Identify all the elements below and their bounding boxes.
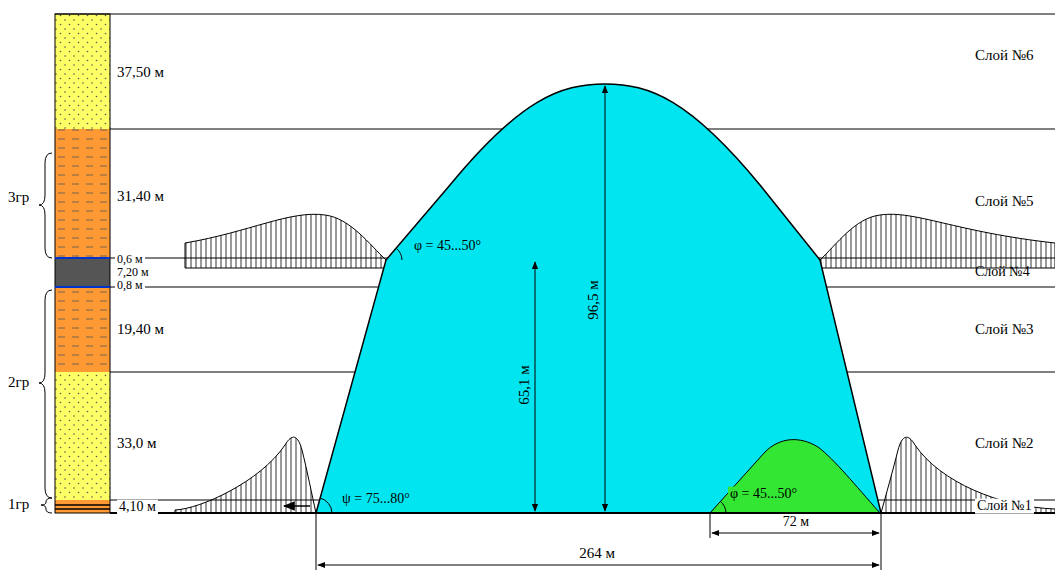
layer-label: Слой №1: [975, 499, 1034, 514]
layer-label: Слой №6: [975, 48, 1034, 64]
thickness-label: 37,50 м: [117, 65, 164, 81]
width-dimension: 264 м: [577, 546, 617, 562]
group-label: 1гр: [8, 497, 29, 513]
layer-label: Слой №4: [975, 265, 1030, 280]
height-dimension: 65,1 м: [517, 363, 533, 407]
strata-column: [55, 14, 110, 513]
group-label: 3гр: [8, 190, 29, 206]
group-label: 2гр: [8, 375, 29, 391]
thickness-label: 7,20 м: [115, 266, 151, 279]
thickness-label: 4,10 м: [117, 500, 158, 515]
thickness-label: 31,40 м: [117, 189, 164, 205]
caving-zone: [316, 84, 881, 513]
width-dimension: 72 м: [781, 515, 811, 530]
seam-line: [110, 512, 1055, 514]
angle-arcs: [320, 248, 726, 513]
layer-label: Слой №5: [975, 194, 1034, 210]
thickness-label: 33,0 м: [117, 436, 157, 452]
dimension-lines: [316, 86, 881, 570]
thickness-label: 0,8 м: [115, 279, 145, 292]
angle-label: ψ = 75...80°: [340, 492, 412, 507]
group-brackets: [39, 153, 52, 513]
thickness-label: 0,6 м: [115, 253, 145, 266]
angle-label: φ = 45...50°: [728, 487, 799, 502]
height-dimension: 96,5 м: [586, 278, 602, 322]
thickness-label: 19,40 м: [117, 322, 164, 338]
angle-label: φ = 45...50°: [412, 239, 483, 254]
rubble-mound: [710, 440, 880, 513]
displacement-arrow: [284, 505, 310, 507]
layer-label: Слой №3: [975, 322, 1034, 338]
layer-label: Слой №2: [975, 436, 1034, 452]
